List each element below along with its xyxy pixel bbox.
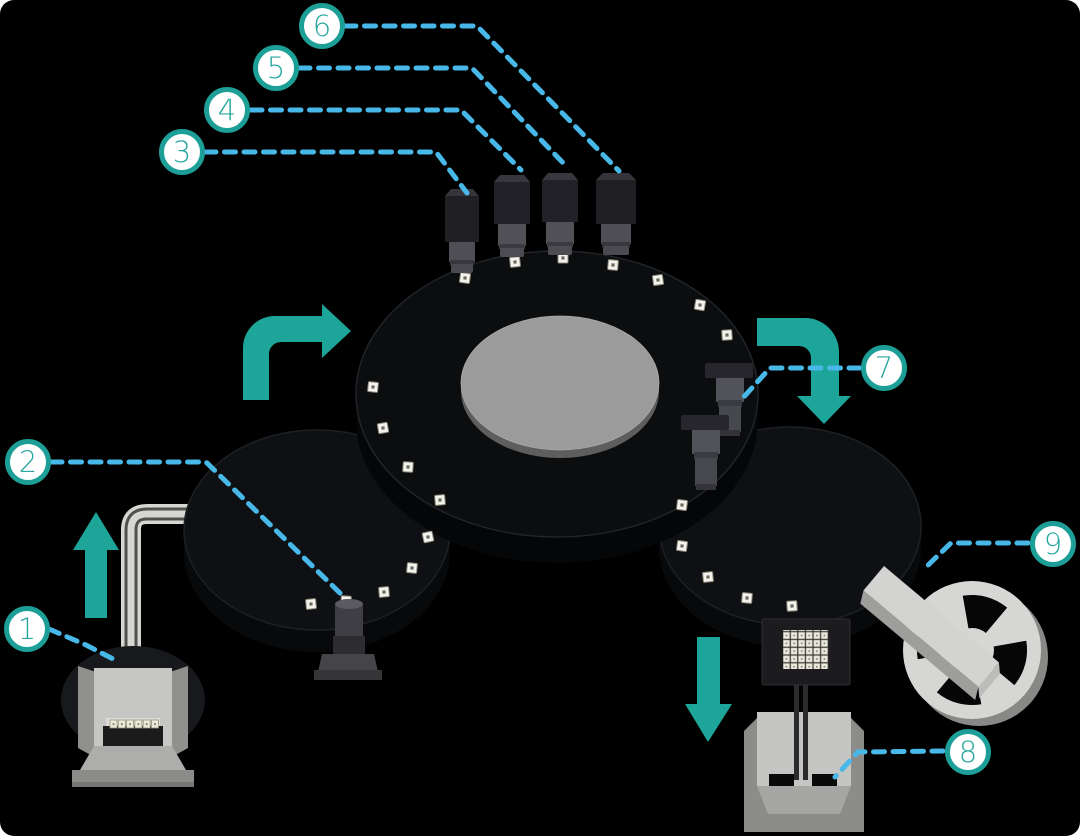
leader-line-3: [202, 149, 470, 196]
callout-6: 6: [299, 3, 345, 49]
callout-8: 8: [945, 729, 991, 775]
side-camera-upper: [705, 363, 753, 436]
callout-2: 2: [5, 439, 51, 485]
callout-9: 9: [1030, 521, 1076, 567]
callout-7-number: 7: [874, 350, 894, 385]
leader-line-4: [248, 107, 524, 173]
top-camera-1: [445, 189, 479, 273]
arrow-elbow-down: [757, 318, 851, 424]
callout-5: 5: [253, 45, 299, 91]
leader-line-8: [832, 748, 946, 780]
top-camera-2: [494, 175, 530, 257]
callout-9-number: 9: [1043, 526, 1063, 561]
flow-arrows: [73, 304, 851, 742]
side-camera-lower: [681, 415, 729, 490]
callout-1-number: 1: [17, 611, 37, 646]
part-tray: [761, 618, 851, 686]
leader-line-7: [738, 365, 863, 403]
upward-inspection-camera: [314, 599, 382, 680]
leader-line-6: [342, 23, 622, 174]
tape-strip: [860, 566, 1000, 700]
callout-4: 4: [204, 87, 250, 133]
callout-1: 1: [4, 606, 50, 652]
callout-6-number: 6: [312, 8, 332, 43]
leader-line-5: [296, 65, 570, 170]
top-camera-3: [542, 173, 578, 255]
callout-2-number: 2: [18, 444, 38, 479]
callout-7: 7: [861, 345, 907, 391]
callout-5-number: 5: [266, 50, 286, 85]
callout-4-number: 4: [217, 92, 237, 127]
arrow-elbow-right: [243, 304, 351, 400]
leader-line-2: [48, 459, 347, 600]
center-hub: [460, 315, 660, 458]
arrow-down: [685, 637, 732, 742]
bowl-feeder: [61, 646, 205, 787]
arrow-up: [73, 512, 119, 618]
callout-3: 3: [159, 129, 205, 175]
leader-line-9: [920, 540, 1031, 573]
tray-legs: [794, 685, 808, 780]
leader-line-1: [46, 626, 120, 664]
top-camera-4: [596, 173, 636, 255]
callout-8-number: 8: [958, 734, 978, 769]
feed-rail: [121, 504, 193, 658]
callout-3-number: 3: [172, 134, 192, 169]
